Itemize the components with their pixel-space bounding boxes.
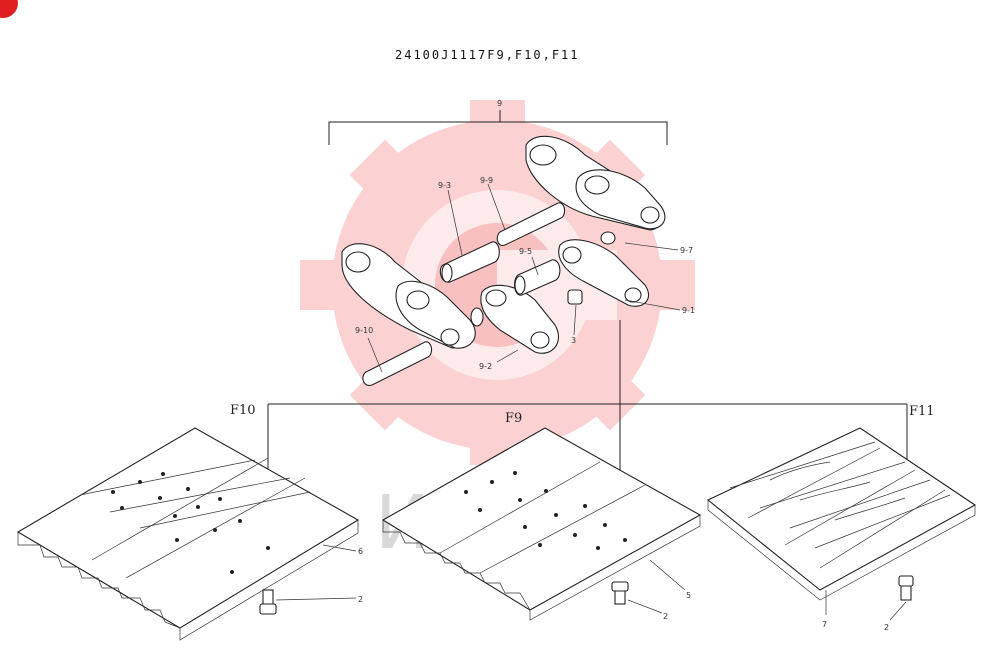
track-shoe-f9: [381, 427, 702, 621]
callout-2-f10: 2: [358, 595, 363, 604]
callout-leaders: [367, 183, 681, 373]
group-9-bracket: [328, 110, 668, 145]
bolt-f11: [898, 575, 914, 601]
callout-5: 5: [686, 591, 691, 600]
track-shoe-f10: [16, 427, 360, 641]
group-f11-label: F11: [909, 404, 935, 419]
callout-9-1: 9-1: [682, 306, 695, 315]
callout-6: 6: [358, 547, 363, 556]
callout-9-7: 9-7: [680, 246, 693, 255]
bolt-f9: [611, 581, 629, 605]
callout-9-2: 9-2: [479, 362, 492, 371]
group-f10-label: F10: [230, 403, 256, 418]
callout-9-9: 9-9: [480, 176, 493, 185]
bolt-f10: [259, 589, 277, 615]
callout-3: 3: [571, 336, 576, 345]
part-number-title: 24100J1117F9,F10,F11: [395, 48, 580, 62]
callout-7: 7: [822, 620, 827, 629]
callout-9-5: 9-5: [519, 247, 532, 256]
callout-2-f11: 2: [884, 623, 889, 632]
callout-9-10: 9-10: [355, 326, 373, 335]
track-shoe-f11: [706, 427, 977, 601]
link-assembly: [341, 135, 666, 387]
corner-badge: [0, 0, 18, 18]
callout-9-3: 9-3: [438, 181, 451, 190]
callout-2-f9: 2: [663, 612, 668, 621]
group-f9-label: F9: [505, 411, 522, 426]
group-9-label: 9: [497, 99, 502, 108]
